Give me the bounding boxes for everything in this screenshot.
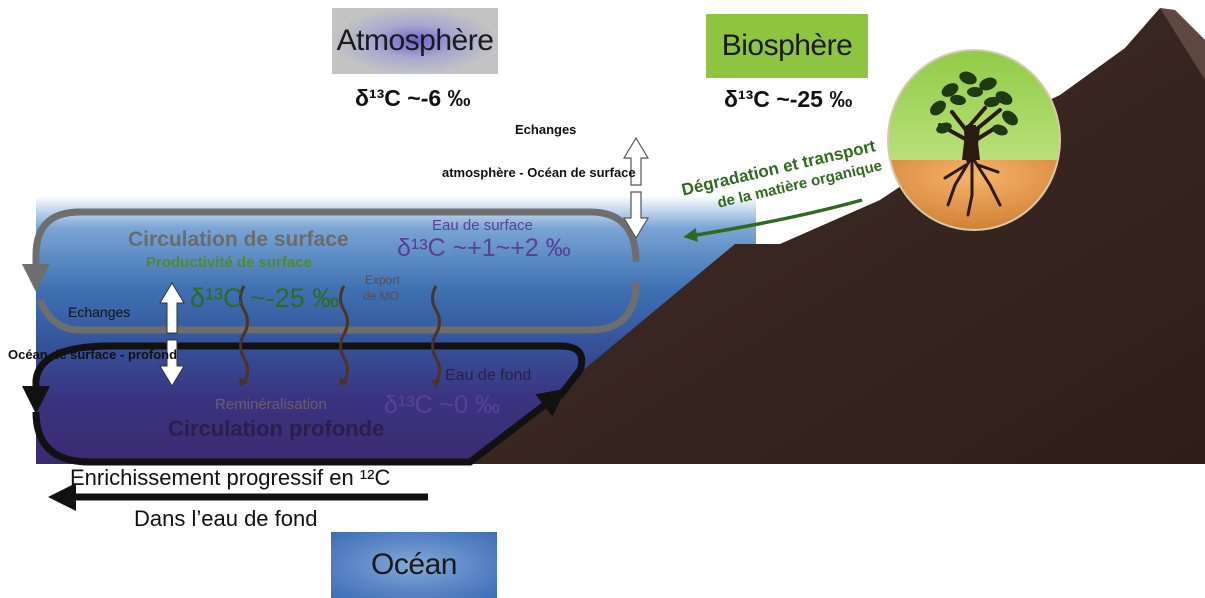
export-label-line1: Export [365, 273, 400, 287]
productivity-delta: δ¹³C ~-25 ‰ [190, 283, 340, 313]
export-wave-1 [239, 285, 251, 386]
biosphere-box: Biosphère [706, 14, 868, 78]
enrichment-label-line2: Dans l’eau de fond [134, 506, 318, 531]
mountain-highlight [1160, 8, 1205, 80]
surface-circulation-loop [21, 208, 640, 292]
deep-water-label: Eau de fond [445, 367, 532, 384]
atm-ocean-exchange-arrow [622, 136, 650, 240]
surface-deep-exchange-arrow [159, 282, 185, 387]
deep-circulation-loop [21, 342, 586, 414]
surface-circulation-label: Circulation de surface [128, 228, 349, 251]
roots-icon [943, 158, 1002, 217]
biosphere-title: Biosphère [721, 29, 853, 62]
ocean-title: Océan [371, 548, 457, 581]
atm-exchange-label-line2: atmosphère - Océan de surface [442, 165, 636, 180]
atmosphere-title: Atmosphère [336, 24, 494, 57]
ocean-exchange-label-line1: Echanges [68, 304, 131, 320]
surface-circulation-return [36, 281, 640, 334]
atmosphere-delta: δ¹³C ~-6 ‰ [355, 85, 471, 111]
surface-water-delta: δ¹³C ~+1~+2 ‰ [397, 234, 571, 262]
atm-exchange-label-line1: Echanges [515, 122, 577, 137]
export-wave-2 [339, 285, 351, 386]
atmosphere-box: Atmosphère [332, 8, 498, 74]
enrichment-label-line1: Enrichissement progressif en ¹²C [70, 465, 391, 490]
biosphere-delta: δ¹³C ~-25 ‰ [724, 86, 853, 112]
ocean-exchange-label-line2: Océan de surface - profond [8, 347, 178, 362]
deep-water-delta: δ¹³C ~0 ‰ [384, 391, 501, 419]
deep-circulation-label: Circulation profonde [168, 416, 385, 441]
export-wave-3 [431, 285, 441, 389]
deep-circulation-bottom [32, 388, 567, 466]
surface-water-label: Eau de surface [432, 217, 533, 234]
productivity-label: Productivité de surface [146, 254, 312, 271]
ocean-box: Océan [331, 532, 497, 598]
remineralisation-label: Reminéralisation [215, 396, 327, 413]
export-label-line2: de MO [363, 289, 400, 303]
organic-transport-arrow [683, 198, 863, 242]
